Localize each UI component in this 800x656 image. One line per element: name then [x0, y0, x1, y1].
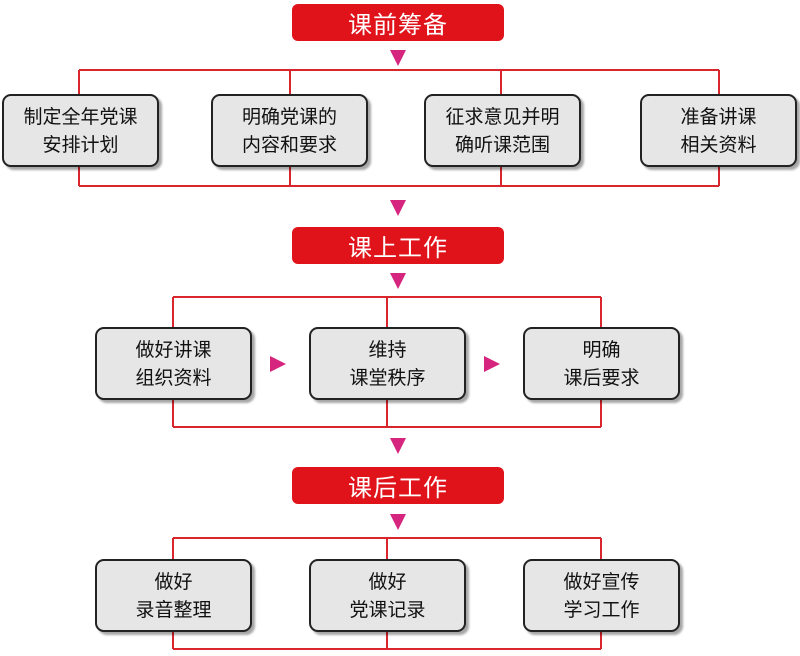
step-line: 安排计划	[42, 133, 119, 156]
step-line: 征求意见并明	[445, 105, 560, 128]
step-clarify-content: 明确党课的 内容和要求	[211, 94, 368, 167]
step-organize-materials: 做好讲课 组织资料	[95, 327, 252, 400]
step-class-record: 做好 党课记录	[309, 559, 466, 632]
step-after-class-requirements: 明确 课后要求	[523, 327, 680, 400]
section-header-pre-class: 课前筹备	[292, 4, 504, 41]
step-line: 做好	[154, 570, 193, 593]
step-line: 课堂秩序	[349, 366, 426, 389]
step-line: 内容和要求	[241, 133, 337, 156]
step-maintain-order: 维持 课堂秩序	[309, 327, 466, 400]
step-line: 做好宣传	[563, 570, 640, 593]
step-line: 确听课范围	[454, 133, 550, 156]
right-arrow-icon	[484, 356, 500, 372]
step-line: 相关资料	[680, 133, 757, 156]
step-recording: 做好 录音整理	[95, 559, 252, 632]
step-line: 录音整理	[135, 598, 212, 621]
step-prepare-materials: 准备讲课 相关资料	[640, 94, 797, 167]
right-arrow-icon	[270, 356, 286, 372]
step-annual-plan: 制定全年党课 安排计划	[2, 94, 159, 167]
section-header-post-class: 课后工作	[292, 467, 504, 504]
step-line: 组织资料	[135, 366, 212, 389]
step-line: 做好	[368, 570, 407, 593]
step-audience-scope: 征求意见并明 确听课范围	[424, 94, 581, 167]
down-arrow-icon	[390, 514, 406, 530]
step-line: 明确党课的	[241, 105, 337, 128]
step-line: 制定全年党课	[23, 105, 138, 128]
step-publicity: 做好宣传 学习工作	[523, 559, 680, 632]
down-arrow-icon	[390, 200, 406, 216]
down-arrow-icon	[390, 438, 406, 454]
down-arrow-icon	[390, 273, 406, 289]
down-arrow-icon	[390, 50, 406, 66]
step-line: 明确	[582, 338, 621, 361]
step-line: 课后要求	[563, 366, 640, 389]
step-line: 学习工作	[563, 598, 640, 621]
step-line: 做好讲课	[135, 338, 212, 361]
step-line: 准备讲课	[680, 105, 757, 128]
step-line: 维持	[368, 338, 407, 361]
section-header-in-class: 课上工作	[292, 227, 504, 264]
step-line: 党课记录	[349, 598, 426, 621]
